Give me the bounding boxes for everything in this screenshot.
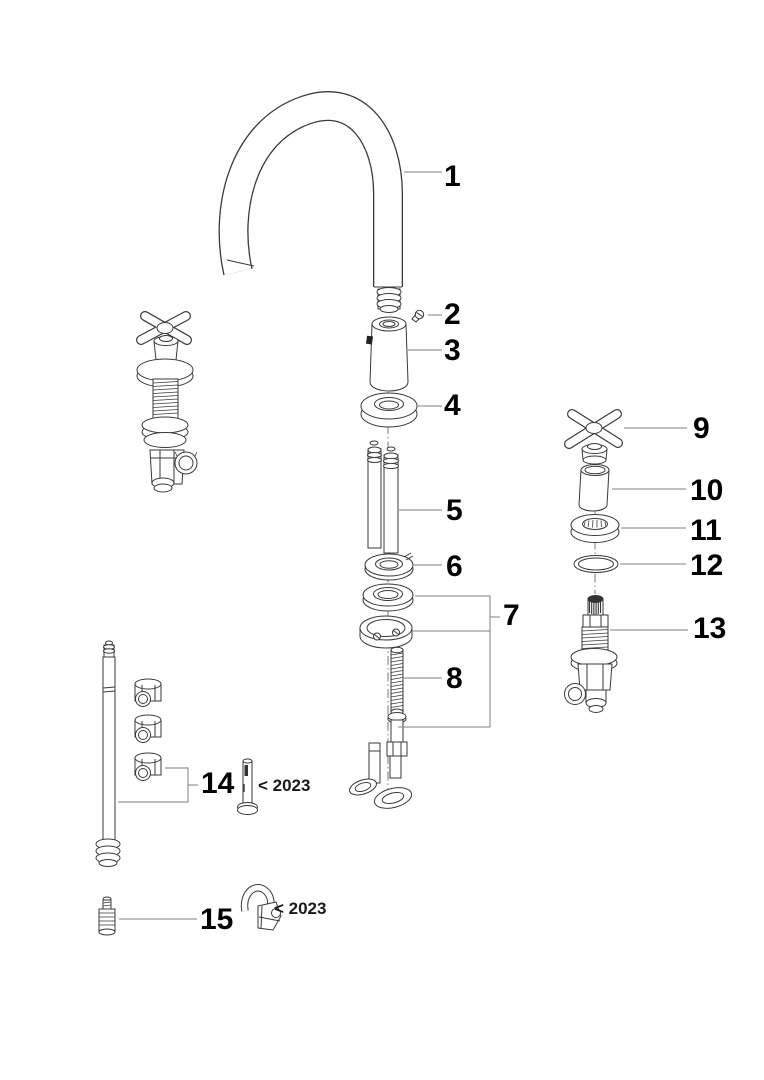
- leader-bracket-14: [118, 767, 198, 803]
- o-ring-icon: [573, 555, 619, 573]
- part-label-2: 2: [444, 298, 461, 331]
- part-label-13: 13: [693, 612, 727, 645]
- spout-icon: [218, 91, 403, 288]
- aerator-icon: [98, 896, 116, 936]
- set-screw-icon: [411, 309, 425, 323]
- riser-tube-and-nuts-icon: [95, 640, 162, 867]
- part-label-5: 5: [446, 494, 463, 527]
- spout-thread-ribs-icon: [376, 287, 402, 313]
- part-label-4: 4: [444, 389, 461, 422]
- part-label-1: 1: [444, 160, 461, 193]
- body-sleeve-icon: [365, 316, 409, 392]
- part-label-11: 11: [690, 514, 722, 547]
- leader-bracket-7: [398, 595, 500, 728]
- side-valve-assembly-icon: [136, 311, 198, 493]
- supply-tubes-icon: [367, 440, 399, 554]
- part-label-10: 10: [690, 474, 724, 507]
- mounting-washer-set-icon: [359, 583, 414, 649]
- cross-handle-icon: [564, 409, 623, 465]
- hex-nut-icon: [134, 752, 162, 781]
- part-label-14: 14: [201, 767, 235, 800]
- mini-spout-icon: [240, 884, 282, 931]
- pre-2023-note-14: < 2023: [258, 776, 311, 795]
- fixing-pin-icon: [237, 758, 258, 815]
- hex-nut-icon: [134, 678, 162, 707]
- supply-elbow-tubes-icon: [349, 712, 413, 809]
- washer-icon: [364, 552, 414, 581]
- valve-cartridge-icon: [564, 595, 618, 713]
- part-label-7: 7: [503, 599, 520, 632]
- part-label-12: 12: [690, 549, 724, 582]
- part-label-8: 8: [446, 662, 463, 695]
- base-escutcheon-icon: [360, 392, 418, 428]
- handle-sleeve-icon: [578, 464, 610, 512]
- threaded-rod-icon: [390, 646, 404, 716]
- part-label-6: 6: [446, 550, 463, 583]
- valve-flange-icon: [570, 514, 620, 543]
- part-label-3: 3: [444, 334, 461, 367]
- part-label-9: 9: [693, 412, 710, 445]
- part-label-15: 15: [200, 903, 234, 936]
- pre-2023-note-15: < 2023: [274, 899, 327, 918]
- hex-nut-icon: [134, 714, 162, 743]
